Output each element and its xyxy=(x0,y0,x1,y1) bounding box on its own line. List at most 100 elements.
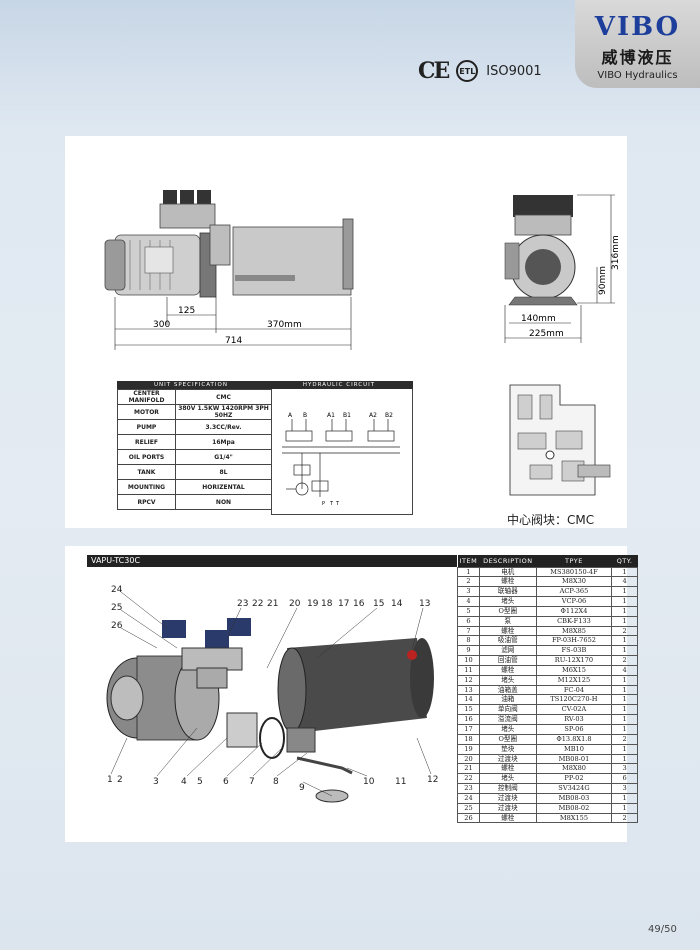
side-view-drawing: 316mm 90mm 140mm 225mm xyxy=(504,194,621,343)
part-qty: 2 xyxy=(611,812,638,824)
part-type: RV-03 xyxy=(535,714,613,725)
part-type: M8X30 xyxy=(535,576,613,588)
part-item: 11 xyxy=(457,664,480,676)
part-description: 螺栓 xyxy=(478,812,537,824)
part-description: 电机 xyxy=(478,566,537,578)
part-type: RU-12X170 xyxy=(535,655,613,666)
part-item: 9 xyxy=(457,645,480,657)
callout-3: 3 xyxy=(153,777,159,787)
callout-7: 7 xyxy=(249,777,255,787)
part-item: 1 xyxy=(457,566,480,578)
part-description: 单向阀 xyxy=(478,704,537,716)
part-item: 18 xyxy=(457,733,480,745)
callout-13: 13 xyxy=(419,599,430,609)
logo-wordmark: VIBO xyxy=(594,12,681,42)
port-a: A xyxy=(288,412,293,419)
part-item: 3 xyxy=(457,586,480,598)
callout-22: 22 xyxy=(252,599,263,609)
spec-label: PUMP xyxy=(117,419,176,435)
hydraulic-circuit-diagram: A B A1 B1 A2 B2 P T T xyxy=(282,412,400,507)
port-p: P xyxy=(322,501,325,507)
dim-300: 300 xyxy=(153,320,170,330)
spec-value: G1/4" xyxy=(175,449,272,465)
part-item: 17 xyxy=(457,724,480,735)
dim-714: 714 xyxy=(225,336,242,346)
part-description: 螺栓 xyxy=(478,625,537,637)
callout-8: 8 xyxy=(273,777,279,787)
part-item: 25 xyxy=(457,802,480,814)
part-item: 22 xyxy=(457,773,480,785)
part-qty: 2 xyxy=(611,733,638,745)
part-qty: 6 xyxy=(611,773,638,785)
dim-316: 316mm xyxy=(611,235,621,270)
callout-15: 15 xyxy=(373,599,384,609)
part-description: 控制阀 xyxy=(478,783,537,794)
part-item: 12 xyxy=(457,674,480,686)
callout-17: 17 xyxy=(338,599,349,609)
part-qty: 1 xyxy=(611,743,638,755)
spec-header-right: HYDRAULIC CIRCUIT xyxy=(302,382,376,388)
part-description: 过渡块 xyxy=(478,802,537,814)
part-qty: 1 xyxy=(611,596,638,607)
spec-label: MOUNTING xyxy=(117,479,176,495)
dim-140: 140mm xyxy=(521,314,556,324)
part-item: 21 xyxy=(457,763,480,775)
part-qty: 1 xyxy=(611,792,638,804)
spec-header-left: UNIT SPECIFICATION xyxy=(153,382,228,388)
part-qty: 1 xyxy=(611,605,638,617)
part-description: 堵头 xyxy=(478,596,537,607)
part-type: SV3424G xyxy=(535,783,613,794)
part-type: Φ112X4 xyxy=(535,605,613,617)
part-item: 13 xyxy=(457,684,480,696)
part-description: 滤网 xyxy=(478,645,537,657)
callout-16: 16 xyxy=(353,599,365,609)
part-qty: 1 xyxy=(611,586,638,598)
part-type: MS380150-4F xyxy=(535,566,613,578)
part-item: 15 xyxy=(457,704,480,716)
part-qty: 1 xyxy=(611,714,638,725)
part-item: 14 xyxy=(457,694,480,706)
callout-20: 20 xyxy=(289,599,301,609)
part-qty: 4 xyxy=(611,576,638,588)
callout-21: 21 xyxy=(267,599,278,609)
callout-2: 2 xyxy=(117,775,123,785)
part-type: MB08-01 xyxy=(535,753,613,765)
callout-12: 12 xyxy=(427,775,438,785)
part-description: 过渡块 xyxy=(478,753,537,765)
part-type: PP-02 xyxy=(535,773,613,785)
part-item: 7 xyxy=(457,625,480,637)
callout-1: 1 xyxy=(107,775,113,785)
spec-value: CMC xyxy=(175,389,272,405)
part-item: 4 xyxy=(457,596,480,607)
spec-label: CENTER MANIFOLD xyxy=(117,389,176,405)
part-type: FP-03H-7652 xyxy=(535,635,613,647)
part-type: TS120C270-H xyxy=(535,694,613,706)
cmc-caption: 中心阀块：CMC xyxy=(507,513,595,527)
col-qty: QTY. xyxy=(611,555,638,567)
dim-125: 125 xyxy=(178,306,195,316)
part-qty: 2 xyxy=(611,625,638,637)
spec-label: MOTOR xyxy=(117,404,176,420)
part-qty: 1 xyxy=(611,645,638,657)
part-qty: 1 xyxy=(611,566,638,578)
part-qty: 1 xyxy=(611,674,638,686)
